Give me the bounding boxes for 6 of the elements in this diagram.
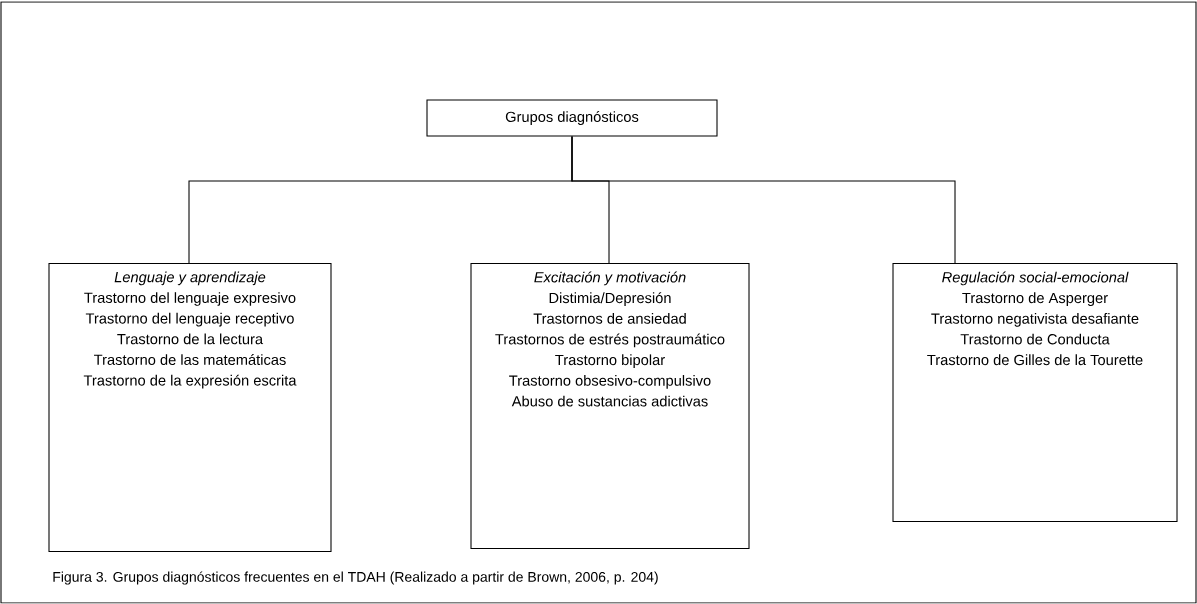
caption: Figura 3. Grupos diagnósticos frecuentes en el TDAH (Realizado a partir de Brown, 2006, p. 204)	[53, 571, 658, 585]
category-box: Grupos diagnósticos	[426, 99, 718, 137]
category-box: Excitación y motivación Distimia/Depresión Trastornos de ansiedad Trastornos de estrés postraumático Trastorno bipolar Trastorno obsesivo-compulsivo Abuso de sustancias adictivas	[470, 263, 750, 550]
connector-line	[571, 136, 956, 264]
category-box: Regulación social-emocional Trastorno de Asperger Trastorno negativista desafiante Trastorno de Conducta Trastorno de Gilles de la Tourette	[892, 263, 1178, 523]
category-box: Lenguaje y aprendizaje Trastorno del lenguaje expresivo Trastorno del lenguaje receptivo Trastorno de la lectura Trastorno de las matemáticas Trastorno de la expresión escrita	[48, 263, 332, 553]
